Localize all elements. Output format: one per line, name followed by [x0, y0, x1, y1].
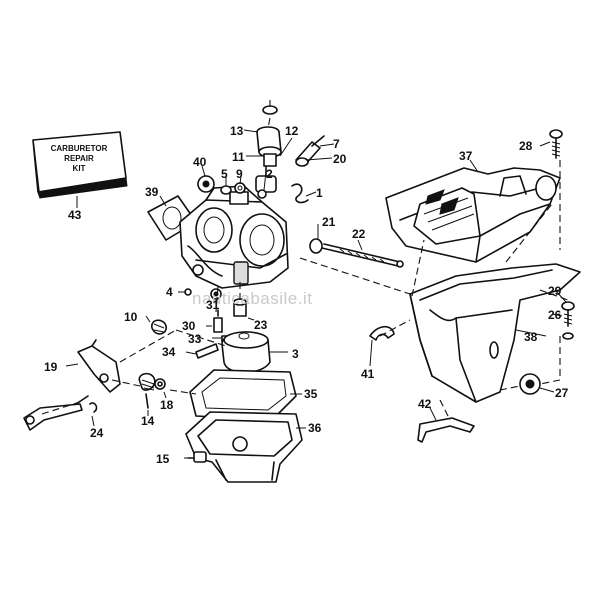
callout-10: 10 — [124, 310, 138, 324]
kit-box-line-2: REPAIR — [64, 154, 94, 163]
carburetor-body — [147, 159, 289, 289]
callout-19: 19 — [44, 360, 58, 374]
bowl-gasket — [189, 369, 297, 421]
clip — [291, 183, 309, 204]
cover-screw — [549, 129, 563, 159]
callout-11: 11 — [232, 150, 245, 164]
callout-29: 34 — [162, 345, 176, 359]
callout-22: 22 — [352, 227, 366, 241]
idle-needle — [295, 135, 325, 167]
callout-39: 39 — [145, 185, 159, 199]
assembly-lines — [41, 100, 569, 421]
float — [221, 331, 271, 374]
callout-37: 37 — [459, 149, 473, 163]
float-bowl — [185, 411, 303, 483]
callout-14: 14 — [141, 414, 155, 428]
callout-28: 33 — [188, 332, 202, 346]
callout-4: 4 — [166, 285, 173, 299]
callout-33: 26 — [548, 308, 562, 322]
fuel-inlet-cap — [256, 105, 282, 167]
repair-kit-box: CARBURETOR REPAIR KIT — [32, 131, 128, 208]
callout-26: 30 — [182, 319, 196, 333]
throttle-shaft — [309, 238, 404, 268]
watermark: nauticabasile.it — [192, 289, 312, 308]
callout-23: 23 — [254, 318, 268, 332]
callout-1: 1 — [316, 186, 323, 200]
callout-34: 28 — [519, 139, 533, 153]
callout-9: 9 — [236, 167, 243, 181]
throttle-lever-linkage — [23, 319, 167, 431]
callout-2: 2 — [266, 167, 273, 181]
silencer-hardware — [369, 301, 575, 443]
callout-27: 31 — [206, 298, 220, 312]
callout-40: 40 — [193, 155, 207, 169]
callout-35: 27 — [555, 386, 569, 400]
silencer-base — [409, 263, 581, 403]
silencer-cover — [385, 167, 561, 263]
callout-13: 13 — [230, 124, 244, 138]
small-parts-cluster — [197, 175, 267, 199]
leader-lines — [65, 129, 567, 459]
bowl-screw — [187, 451, 207, 463]
callout-31: 36 — [308, 421, 322, 435]
callout-15: 15 — [156, 452, 170, 466]
kit-box-line-3: KIT — [73, 164, 86, 173]
callout-24: 24 — [90, 426, 104, 440]
callout-numbers: 43 13 12 11 7 20 1 2 9 5 40 39 21 22 4 3… — [44, 124, 569, 466]
float-bowl-fittings — [184, 288, 247, 317]
callout-43: 43 — [68, 208, 82, 222]
kit-box-line-1: CARBURETOR — [51, 144, 108, 153]
callout-38: 38 — [524, 330, 538, 344]
callout-3: 3 — [292, 347, 299, 361]
callout-36: 29 — [548, 284, 562, 298]
callout-18: 18 — [160, 398, 174, 412]
callout-42: 42 — [418, 397, 432, 411]
callout-7: 7 — [333, 137, 340, 151]
callout-5: 5 — [221, 167, 228, 181]
callout-41: 41 — [361, 367, 375, 381]
callout-30: 35 — [304, 387, 318, 401]
callout-21: 21 — [322, 215, 336, 229]
callout-12: 12 — [285, 124, 299, 138]
callout-20: 20 — [333, 152, 347, 166]
